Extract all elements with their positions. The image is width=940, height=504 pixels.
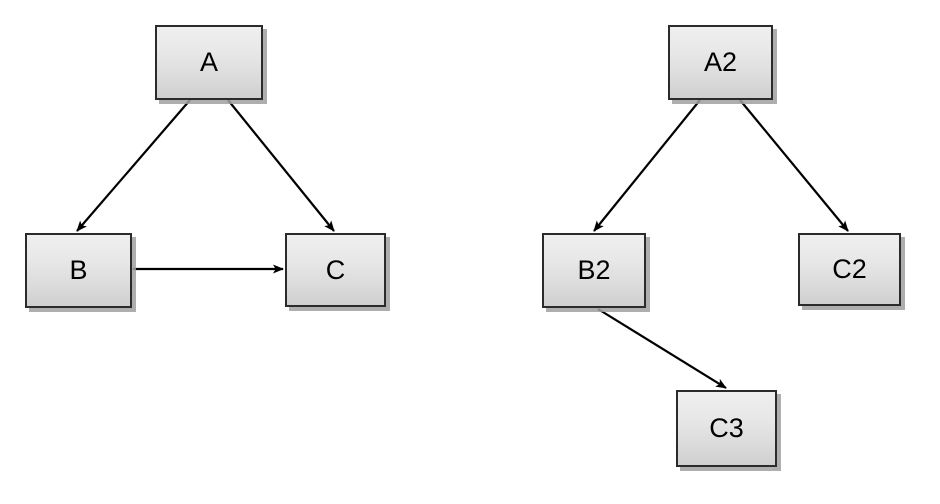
node-label-c: C xyxy=(325,254,346,285)
node-c[interactable]: C xyxy=(285,233,386,307)
node-label-a: A xyxy=(199,47,218,77)
node-b[interactable]: B xyxy=(25,233,132,308)
node-c2[interactable]: C2 xyxy=(798,233,901,306)
node-a[interactable]: A xyxy=(155,25,263,100)
node-label-b: B xyxy=(69,255,88,285)
edge-a2-to-c2 xyxy=(739,99,849,232)
node-a2[interactable]: A2 xyxy=(668,25,773,100)
node-label-c2: C2 xyxy=(832,254,867,284)
edge-a2-to-b2 xyxy=(593,99,701,232)
node-label-c3: C3 xyxy=(709,413,744,443)
edge-b2-to-c3 xyxy=(597,308,727,389)
node-b2[interactable]: B2 xyxy=(542,233,646,308)
node-label-b2: B2 xyxy=(577,255,611,285)
node-label-a2: A2 xyxy=(703,47,738,77)
edge-a-to-b xyxy=(76,99,191,232)
edge-a-to-c xyxy=(227,99,335,232)
node-c3[interactable]: C3 xyxy=(676,390,777,467)
